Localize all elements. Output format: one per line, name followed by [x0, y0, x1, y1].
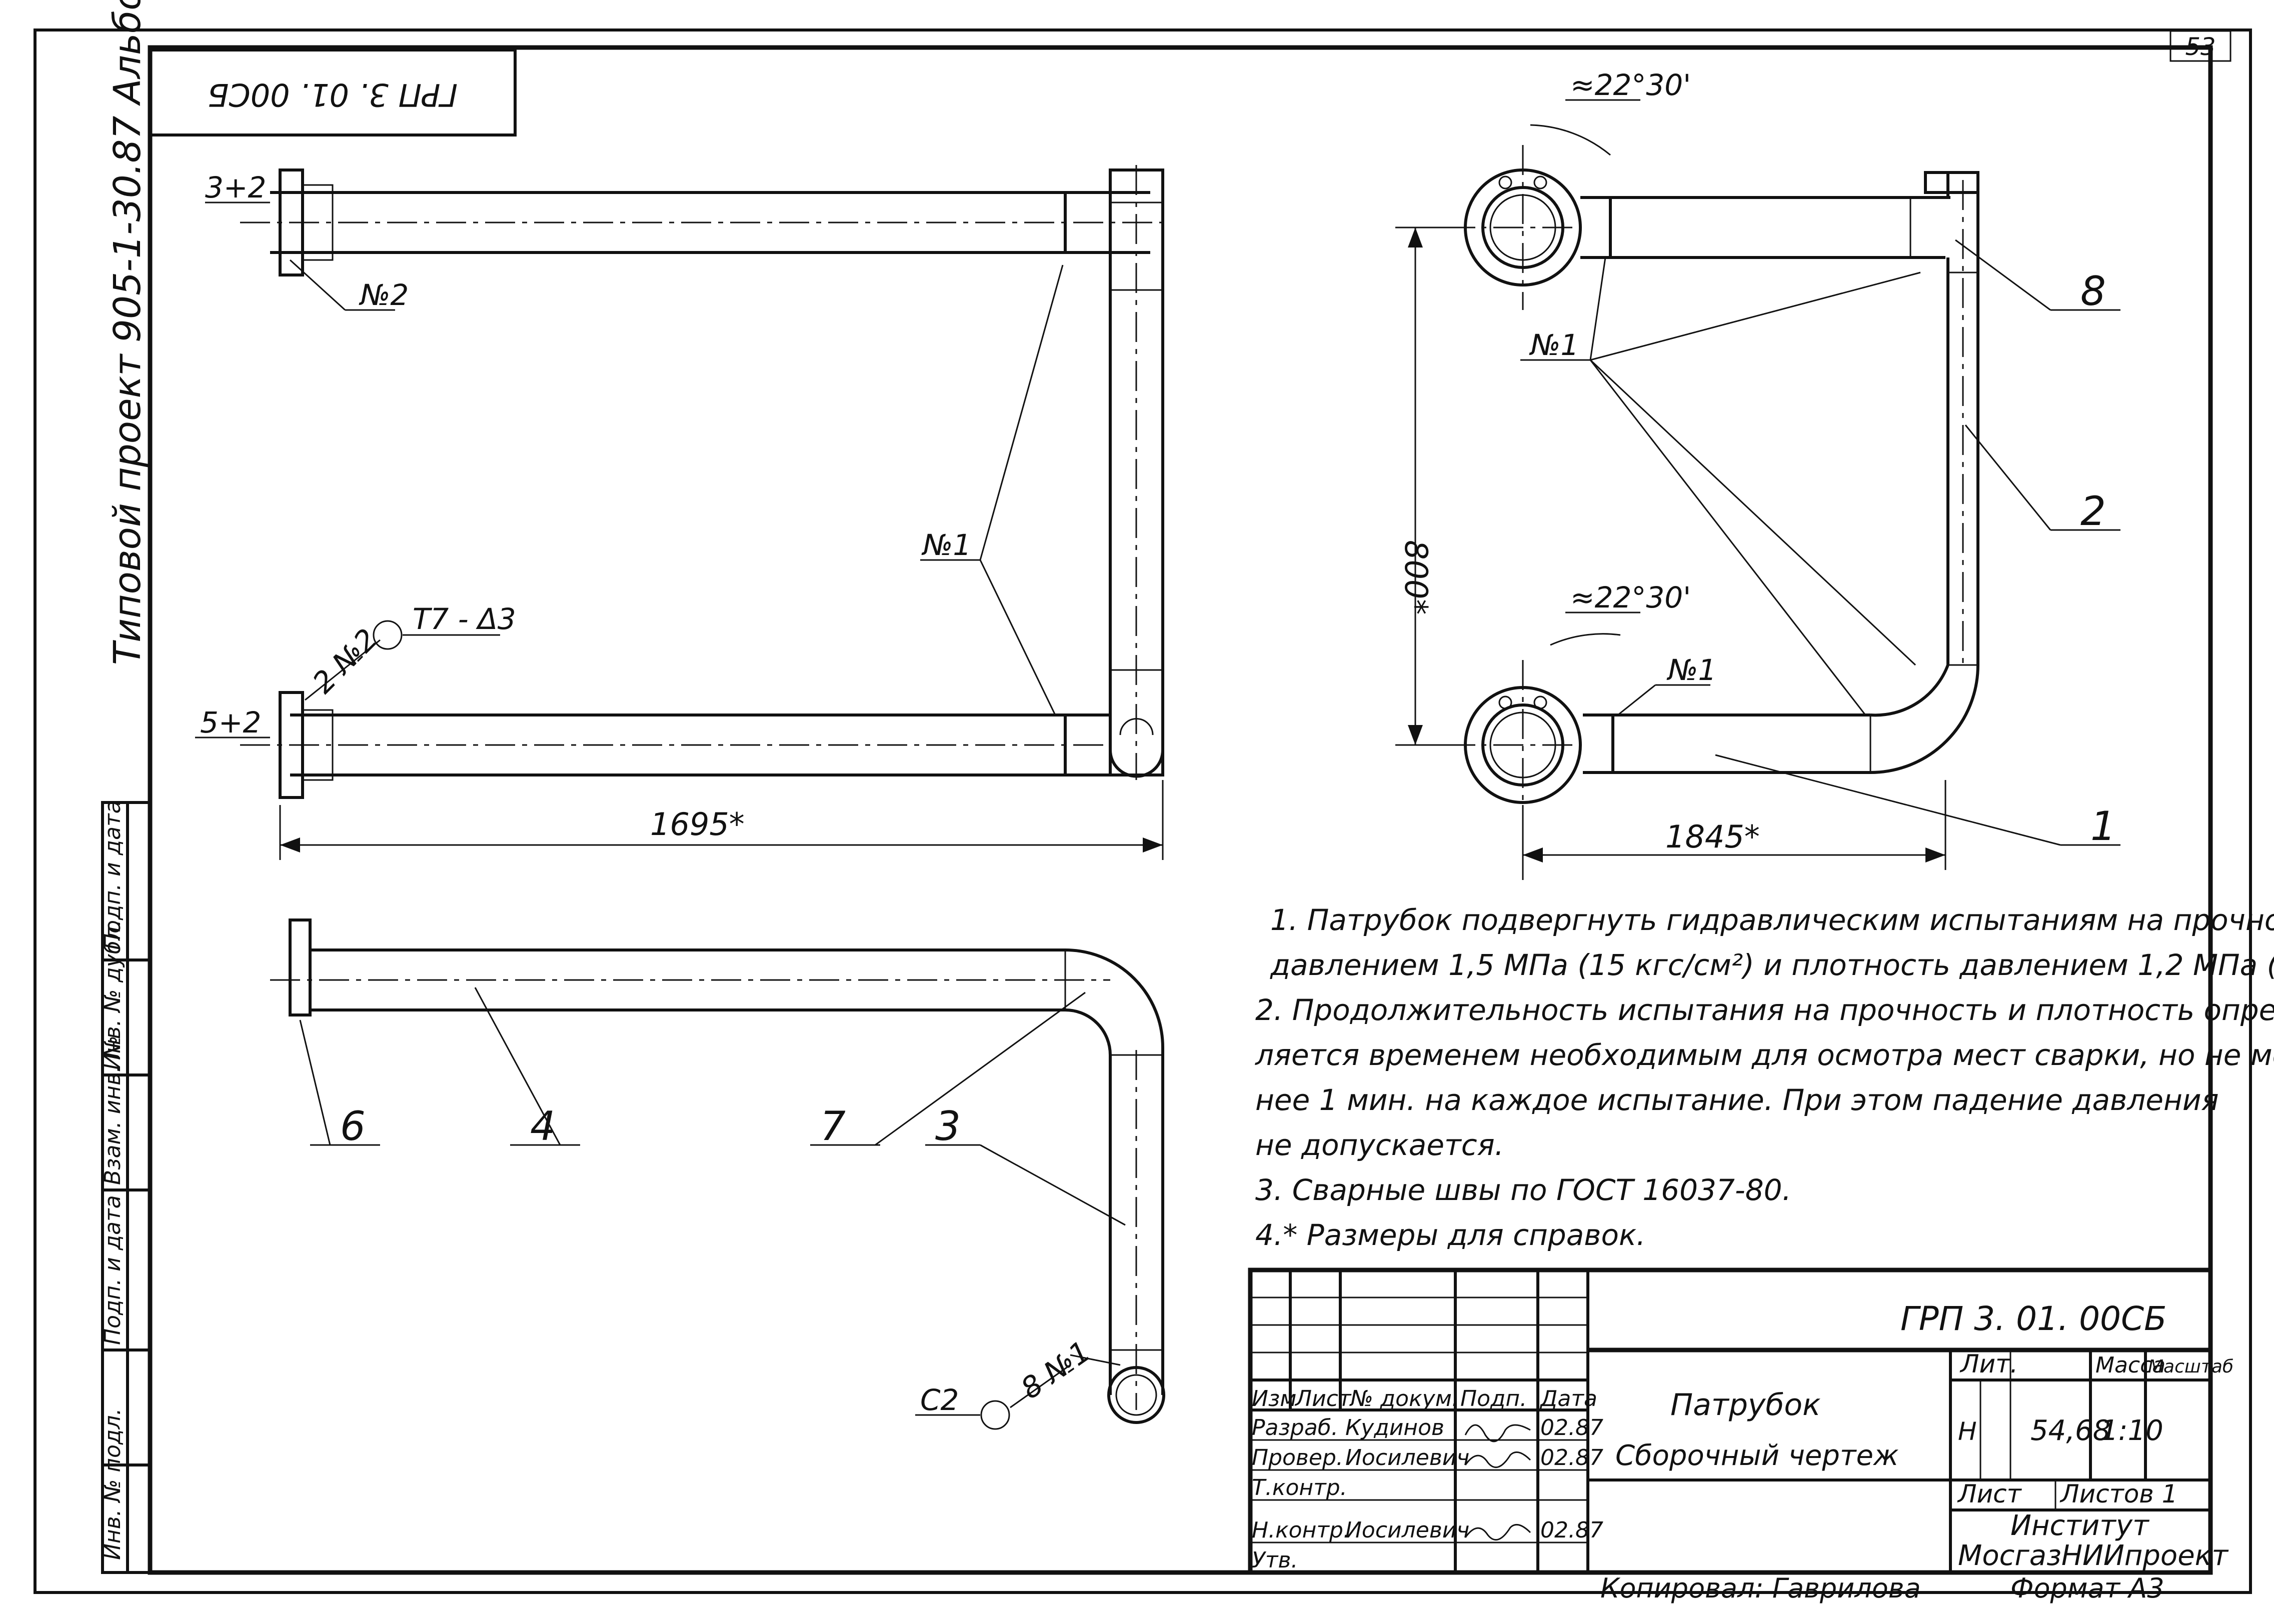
tb-col-doc: № докум. [1349, 1386, 1459, 1412]
tb-col-sign: Подп. [1460, 1386, 1527, 1412]
side-view: ≈22°30' ≈22°30' 800* 1845* №1 №1 8 2 [1395, 68, 2120, 880]
tb-row-date: 02.87 [1540, 1518, 1603, 1543]
outer-frame [34, 28, 2252, 1594]
part-1: 1 [2090, 803, 2116, 850]
tb-col-izm: Изм [1252, 1386, 1297, 1412]
signature-3 [1464, 1524, 1531, 1540]
sheet-format: Формат А3 [2010, 1572, 2164, 1604]
tb-org-2: МосгазНИИпроект [1958, 1540, 2228, 1572]
tb-mass: 54,68 [2030, 1414, 2110, 1447]
part-2: 2 [2080, 488, 2106, 534]
tb-row-date: 02.87 [1540, 1445, 1603, 1470]
dim-height: 800* [1398, 540, 1434, 614]
stamp-code: ГРП 3. 01. 00СБ [208, 76, 458, 113]
angle-bottom: ≈22°30' [1570, 580, 1691, 614]
note-line-3: 2. Продолжительность испытания на прочно… [1255, 993, 2274, 1027]
weld-symbol: Т7 - Δ3 [413, 602, 516, 636]
title-block: ГРП 3. 01. 00СБ Патрубок Сборочный черте… [1248, 1268, 2233, 1575]
angle-top: ≈22°30' [1570, 68, 1691, 102]
tb-org-1: Институт [2010, 1510, 2149, 1542]
tb-sheets-label: Листов 1 [2059, 1480, 2177, 1508]
note-line-8: 4.* Размеры для справок. [1255, 1218, 1645, 1252]
part-8: 8 [2080, 268, 2106, 314]
note-line-5: нее 1 мин. на каждое испытание. При этом… [1255, 1083, 2218, 1117]
tb-lit-label: Лит. [1959, 1350, 2018, 1378]
tb-col-date: Дата [1539, 1386, 1597, 1412]
side-col-5: Инв. № подл. [100, 1408, 126, 1560]
part-6: 6 [340, 1103, 366, 1150]
tb-doc-type: Сборочный чертеж [1615, 1440, 1898, 1472]
part-4: 4 [530, 1103, 556, 1150]
weld-bottom: 5+2 [200, 706, 261, 740]
part-3: 3 [935, 1103, 961, 1150]
tb-mass-label: Масса [2095, 1352, 2165, 1378]
inner-frame [148, 45, 2213, 1575]
signature-1 [1464, 1424, 1531, 1442]
notes: 1. Патрубок подвергнуть гидравлическим и… [1255, 903, 2274, 1252]
tb-scale: 1:10 [2100, 1414, 2163, 1447]
signature-2 [1464, 1451, 1531, 1468]
note-line-7: 3. Сварные швы по ГОСТ 16037-80. [1255, 1173, 1791, 1207]
callout-n1-right: №1 [1529, 328, 1579, 362]
side-col-1: Подп. и дата [100, 800, 126, 950]
weld-top: 3+2 [205, 170, 266, 204]
tb-row-role: Утв. [1252, 1548, 1298, 1573]
callout-n2x2: 2 №2 [306, 622, 384, 700]
weld-c2: С2 [920, 1383, 959, 1417]
tb-col-list: Лист [1294, 1386, 1352, 1412]
note-line-4: ляется временем необходимым для осмотра … [1255, 1038, 2274, 1072]
plan-view: 1695* 3+2 5+2 №2 2 №2 Т7 - Δ3 №1 [195, 165, 1165, 860]
side-col-3: Взам. инв. № [100, 1036, 126, 1185]
tb-scale-label: Масштаб [2148, 1356, 2233, 1377]
tb-row-date: 02.87 [1540, 1415, 1603, 1440]
tb-row-role: Н.контр. [1252, 1518, 1350, 1543]
tb-row-role: Т.контр. [1252, 1475, 1347, 1500]
dim-width: 1845* [1665, 818, 1760, 855]
side-col-4: Подп. и дата [100, 1195, 126, 1345]
page-number-box [2169, 30, 2231, 62]
tb-row-role: Разраб. [1252, 1415, 1338, 1440]
detail-view: 6 4 7 3 8 №1 С2 [270, 918, 1165, 1430]
copied-by: Копировал: Гаврилова [1600, 1572, 1921, 1604]
side-title: Типовой проект 905-1-30.87 Альбом 2 [106, 0, 149, 665]
tb-row-name: Иосилевич [1345, 1518, 1469, 1543]
tb-row-name: Кудинов [1345, 1415, 1444, 1440]
dim-length: 1695* [650, 806, 745, 842]
note-line-2: давлением 1,5 МПа (15 кгс/см²) и плотнос… [1270, 948, 2274, 982]
callout-n1-bottom: №1 [1666, 653, 1716, 687]
tb-code: ГРП 3. 01. 00СБ [1900, 1300, 2166, 1338]
note-line-6: не допускается. [1255, 1128, 1504, 1162]
note-line-1: 1. Патрубок подвергнуть гидравлическим и… [1270, 903, 2274, 937]
callout-n2: №2 [359, 278, 409, 312]
callout-n1-left: №1 [921, 528, 971, 562]
tb-row-role: Провер. [1252, 1445, 1343, 1470]
tb-sheet-label: Лист [1957, 1480, 2022, 1508]
side-col-2: Инв. № дубл. [100, 920, 126, 1070]
stamp-box [149, 48, 517, 136]
tb-lit: Н [1958, 1417, 1977, 1446]
side-strip: Подп. и дата Инв. № дубл. Взам. инв. № П… [100, 800, 152, 1574]
tb-row-name: Иосилевич [1345, 1445, 1469, 1470]
page-number: 53 [2185, 33, 2215, 61]
part-7: 7 [820, 1103, 846, 1150]
tb-name: Патрубок [1670, 1388, 1820, 1422]
